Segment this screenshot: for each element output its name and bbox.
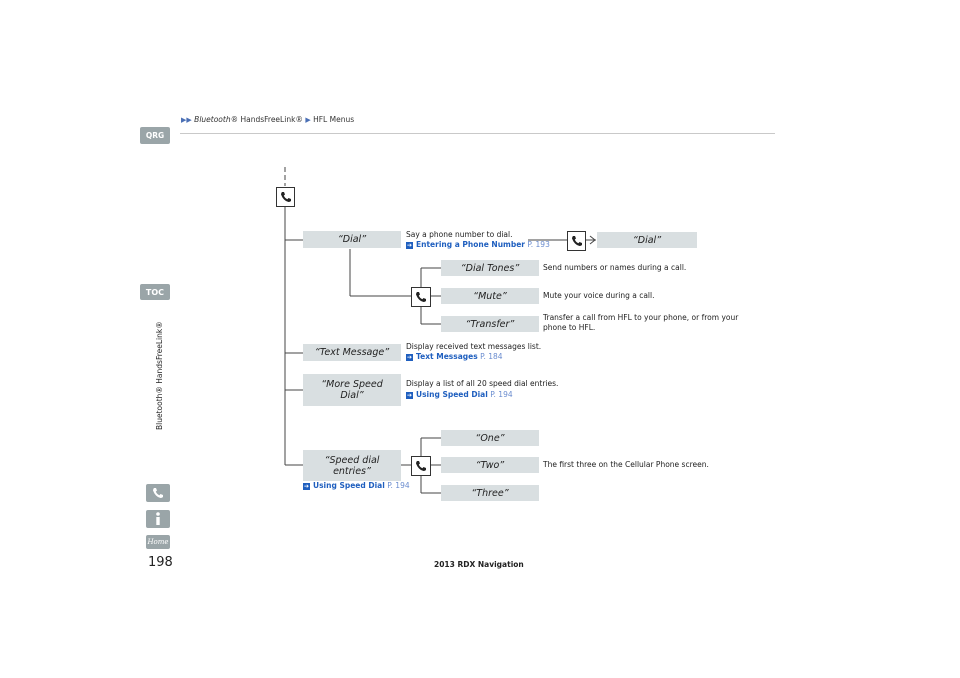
text-message-reference-page: P. 184 bbox=[480, 352, 503, 361]
command-three: “Three” bbox=[441, 485, 539, 501]
breadcrumb-bluetooth[interactable]: Bluetooth bbox=[194, 115, 231, 124]
command-dial: “Dial” bbox=[303, 231, 401, 248]
more-speed-dial-reference-title: Using Speed Dial bbox=[416, 390, 488, 399]
header-rule bbox=[180, 133, 775, 134]
speed-dial-entries-reference-page: P. 194 bbox=[387, 481, 410, 490]
mute-description: Mute your voice during a call. bbox=[543, 291, 655, 300]
command-more-speed-dial-line1: “More Speed bbox=[321, 379, 383, 390]
link-arrow-icon: ➔ bbox=[406, 242, 413, 249]
home-icon[interactable]: Home bbox=[146, 535, 170, 549]
transfer-description-line2: phone to HFL. bbox=[543, 323, 596, 332]
command-two: “Two” bbox=[441, 457, 539, 473]
more-speed-dial-description: Display a list of all 20 speed dial entr… bbox=[406, 379, 559, 388]
command-more-speed-dial: “More Speed Dial” bbox=[303, 374, 401, 406]
talk-icon bbox=[411, 456, 431, 476]
dial-description: Say a phone number to dial. bbox=[406, 230, 513, 239]
command-text-message: “Text Message” bbox=[303, 344, 401, 361]
command-transfer: “Transfer” bbox=[441, 316, 539, 332]
dial-reference-title: Entering a Phone Number bbox=[416, 240, 526, 249]
link-arrow-icon: ➔ bbox=[406, 392, 413, 399]
talk-icon bbox=[411, 287, 431, 307]
toc-tab[interactable]: TOC bbox=[140, 284, 170, 300]
talk-icon bbox=[276, 187, 295, 207]
phone-icon[interactable] bbox=[146, 484, 170, 502]
command-dial-result: “Dial” bbox=[597, 232, 697, 248]
link-arrow-icon: ➔ bbox=[406, 354, 413, 361]
more-speed-dial-reference-page: P. 194 bbox=[490, 390, 513, 399]
talk-icon bbox=[567, 231, 586, 251]
page-number: 198 bbox=[148, 555, 173, 570]
dial-tones-description: Send numbers or names during a call. bbox=[543, 263, 687, 272]
breadcrumb-arrow-icon: ▶ bbox=[305, 116, 311, 124]
qrg-tab[interactable]: QRG bbox=[140, 127, 170, 144]
breadcrumb-hfl-menus: HFL Menus bbox=[313, 115, 355, 124]
command-dial-tones: “Dial Tones” bbox=[441, 260, 539, 276]
command-more-speed-dial-line2: Dial” bbox=[340, 390, 364, 401]
footer-title: 2013 RDX Navigation bbox=[434, 560, 524, 569]
link-arrow-icon: ➔ bbox=[303, 483, 310, 490]
text-message-reference-link[interactable]: ➔Text Messages P. 184 bbox=[406, 352, 503, 362]
transfer-description-line1: Transfer a call from HFL to your phone, … bbox=[543, 313, 739, 322]
speed-dial-entries-reference-link[interactable]: ➔Using Speed Dial P. 194 bbox=[303, 481, 410, 491]
command-speed-dial-entries-line1: “Speed dial bbox=[324, 454, 380, 466]
breadcrumb-arrow-icon: ▶▶ bbox=[181, 116, 192, 124]
text-message-reference-title: Text Messages bbox=[416, 352, 478, 361]
dial-reference-page: P. 193 bbox=[527, 240, 550, 249]
dial-reference-link[interactable]: ➔Entering a Phone Number P. 193 bbox=[406, 240, 550, 250]
breadcrumb-hfl-suffix[interactable]: ® HandsFreeLink® bbox=[230, 115, 303, 124]
breadcrumb: ▶▶ Bluetooth® HandsFreeLink® ▶ HFL Menus bbox=[181, 115, 354, 124]
speed-dial-entries-description: The first three on the Cellular Phone sc… bbox=[543, 460, 709, 469]
command-speed-dial-entries: “Speed dial entries” bbox=[303, 450, 401, 481]
speed-dial-entries-reference-title: Using Speed Dial bbox=[313, 481, 385, 490]
text-message-description: Display received text messages list. bbox=[406, 342, 542, 351]
info-icon[interactable] bbox=[146, 510, 170, 528]
command-mute: “Mute” bbox=[441, 288, 539, 304]
more-speed-dial-reference-link[interactable]: ➔Using Speed Dial P. 194 bbox=[406, 390, 513, 400]
command-speed-dial-entries-line2: entries” bbox=[333, 465, 371, 477]
command-one: “One” bbox=[441, 430, 539, 446]
